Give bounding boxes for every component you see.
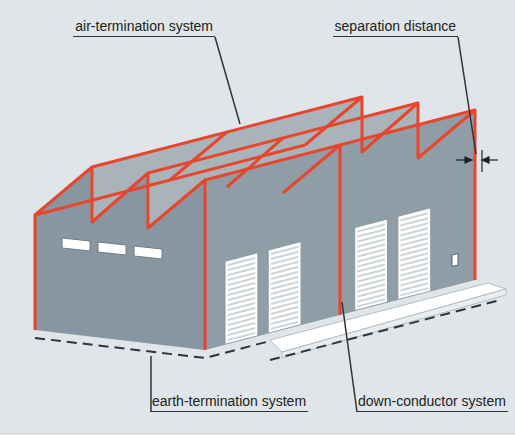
callout-label: earth-termination system	[150, 393, 308, 412]
platform-edge	[282, 289, 506, 358]
leader-lines	[151, 37, 476, 412]
windows	[62, 238, 162, 259]
platform	[270, 283, 506, 352]
callout-label: down-conductor system	[356, 393, 508, 412]
lightning-conductors	[35, 97, 475, 350]
callout-label: air-termination system	[73, 18, 215, 37]
background	[0, 0, 515, 434]
switch-box	[452, 254, 458, 267]
callout-label: separation distance	[333, 18, 458, 37]
earth-electrode	[270, 300, 500, 360]
earth-electrode	[35, 338, 270, 358]
frame-line	[0, 434, 515, 435]
separation-arrows	[456, 150, 498, 172]
